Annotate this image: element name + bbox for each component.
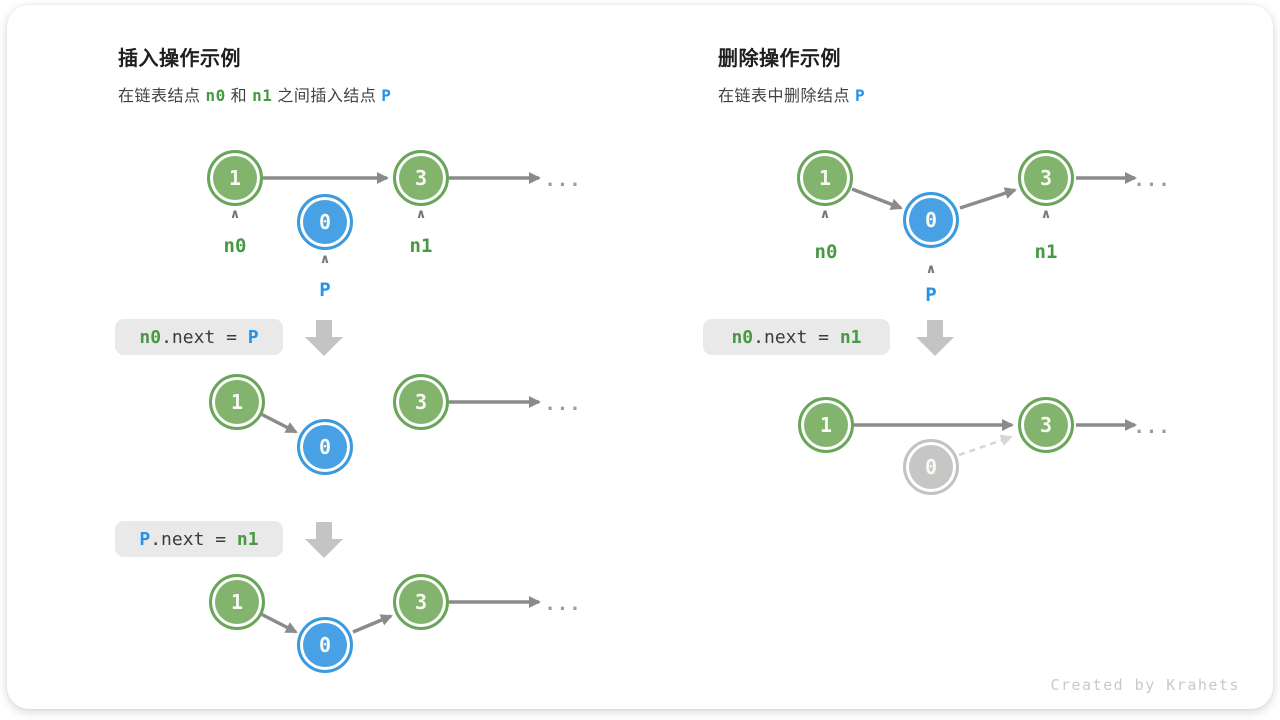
code-token: n1 xyxy=(236,528,259,550)
insert-section-subtitle: 在链表结点 n0 和 n1 之间插入结点 P xyxy=(118,82,391,106)
list-node-3: 3 xyxy=(1018,397,1074,453)
pointer-label-n1: n1 xyxy=(409,235,433,257)
pointer-label-P: P xyxy=(319,279,331,301)
subtitle-text: 在链表结点 xyxy=(118,88,206,105)
up-caret-icon: ∧ xyxy=(925,261,937,276)
list-node-1: 1 xyxy=(209,374,265,430)
subtitle-token-n1: n1 xyxy=(252,86,273,105)
pointer-label-P: P xyxy=(925,284,937,306)
list-node-3: 3 xyxy=(393,574,449,630)
list-node-1: 1 xyxy=(207,150,263,206)
codebox-n0-next-P: n0.next = P xyxy=(115,319,283,355)
up-caret-icon: ∧ xyxy=(819,206,831,221)
up-caret-icon: ∧ xyxy=(229,206,241,221)
subtitle-text: 在链表中删除结点 xyxy=(718,88,855,105)
insert-section-title: 插入操作示例 xyxy=(118,48,241,70)
ellipsis-text: ... xyxy=(1133,169,1171,191)
list-node-1: 1 xyxy=(209,574,265,630)
code-token: n1 xyxy=(839,326,862,348)
list-node-P: 0 xyxy=(903,192,959,248)
delete-section-title: 删除操作示例 xyxy=(718,48,841,70)
codebox-P-next-n1: P.next = n1 xyxy=(115,521,283,557)
list-node-P: 0 xyxy=(297,419,353,475)
pointer-label-n0: n0 xyxy=(814,241,838,263)
pointer-label-n1: n1 xyxy=(1034,241,1058,263)
list-node-1: 1 xyxy=(798,397,854,453)
pointer-label-n0: n0 xyxy=(223,235,247,257)
subtitle-text: 之间插入结点 xyxy=(272,88,382,105)
ellipsis-text: ... xyxy=(544,169,582,191)
code-token: n0 xyxy=(139,326,162,348)
subtitle-text: 和 xyxy=(225,88,253,105)
code-token: .next = xyxy=(753,326,840,348)
list-node-P: 0 xyxy=(297,617,353,673)
credit-text: Created by Krahets xyxy=(1050,676,1240,694)
subtitle-token-P: P xyxy=(854,86,866,105)
code-token: P xyxy=(139,528,151,550)
delete-section-subtitle: 在链表中删除结点 P xyxy=(718,82,865,106)
list-node-P: 0 xyxy=(297,194,353,250)
list-node-P-removed: 0 xyxy=(903,439,959,495)
up-caret-icon: ∧ xyxy=(319,251,331,266)
up-caret-icon: ∧ xyxy=(1040,206,1052,221)
code-token: P xyxy=(247,326,259,348)
list-node-3: 3 xyxy=(1018,150,1074,206)
subtitle-token-n0: n0 xyxy=(205,86,226,105)
canvas-card xyxy=(7,5,1273,709)
subtitle-token-P: P xyxy=(381,86,392,105)
ellipsis-text: ... xyxy=(544,393,582,415)
code-token: .next = xyxy=(161,326,248,348)
up-caret-icon: ∧ xyxy=(415,206,427,221)
list-node-3: 3 xyxy=(393,374,449,430)
code-token: n0 xyxy=(731,326,754,348)
list-node-1: 1 xyxy=(797,150,853,206)
list-node-3: 3 xyxy=(393,150,449,206)
ellipsis-text: ... xyxy=(1133,416,1171,438)
ellipsis-text: ... xyxy=(544,593,582,615)
codebox-n0-next-n1: n0.next = n1 xyxy=(703,319,890,355)
code-token: .next = xyxy=(150,528,237,550)
